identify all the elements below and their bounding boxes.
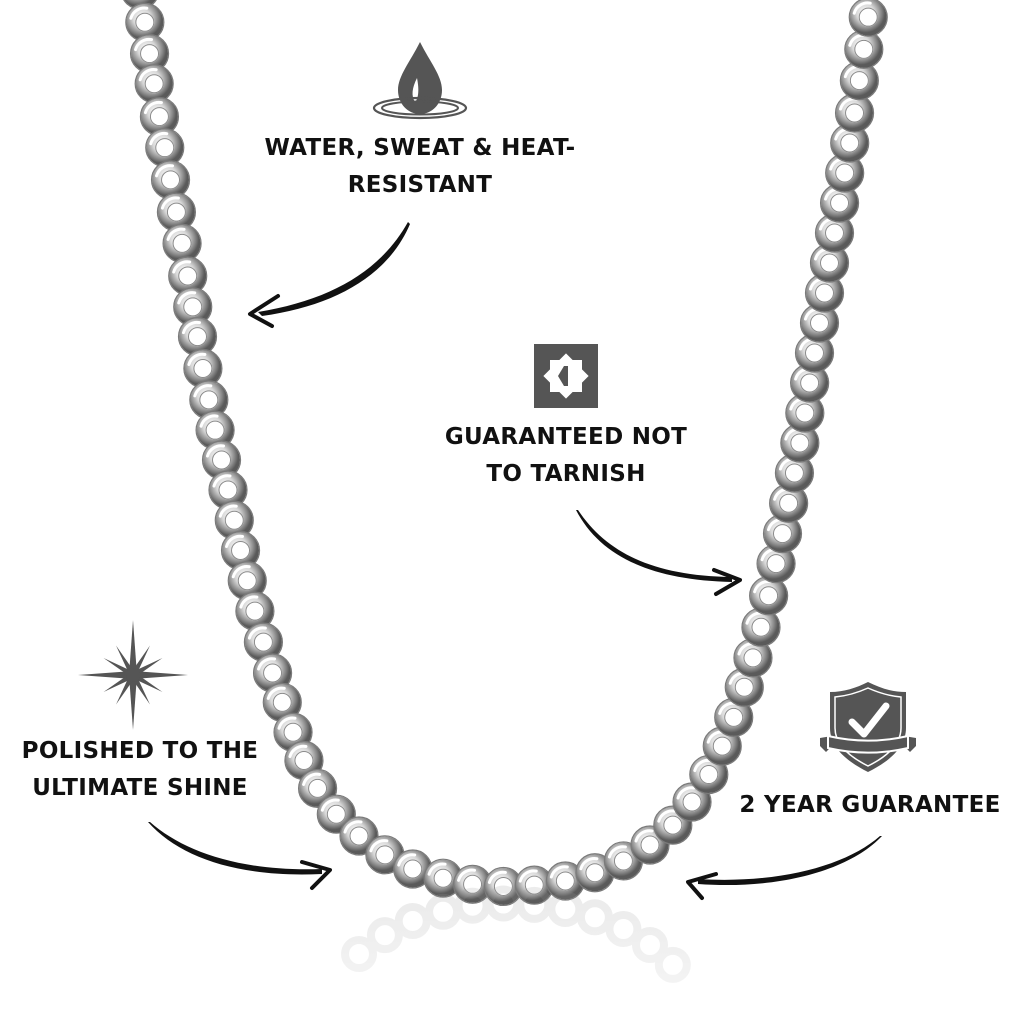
water-drop-icon [372, 42, 468, 120]
feature-caption-tarnish: GUARANTEED NOT TO TARNISH [416, 419, 716, 493]
feature-caption-shine: POLISHED TO THE ULTIMATE SHINE [0, 733, 280, 807]
caption-line: TO TARNISH [486, 461, 646, 487]
sparkle-star-icon [78, 620, 188, 730]
arrow-guarantee [686, 836, 882, 900]
octagram-badge-icon [534, 344, 598, 408]
caption-line: WATER, SWEAT & HEAT- [264, 135, 576, 161]
caption-line: RESISTANT [347, 172, 493, 198]
arrow-shine [148, 822, 332, 890]
feature-caption-guarantee: 2 YEAR GUARANTEE [720, 787, 1020, 824]
caption-line: GUARANTEED NOT [444, 424, 688, 450]
arrow-water [248, 222, 410, 328]
feature-caption-water: WATER, SWEAT & HEAT- RESISTANT [220, 130, 620, 204]
caption-line: ULTIMATE SHINE [32, 775, 248, 801]
caption-line: POLISHED TO THE [21, 738, 259, 764]
caption-line: 2 YEAR GUARANTEE [739, 792, 1001, 818]
arrow-tarnish [576, 510, 742, 596]
shield-check-icon [820, 682, 916, 772]
